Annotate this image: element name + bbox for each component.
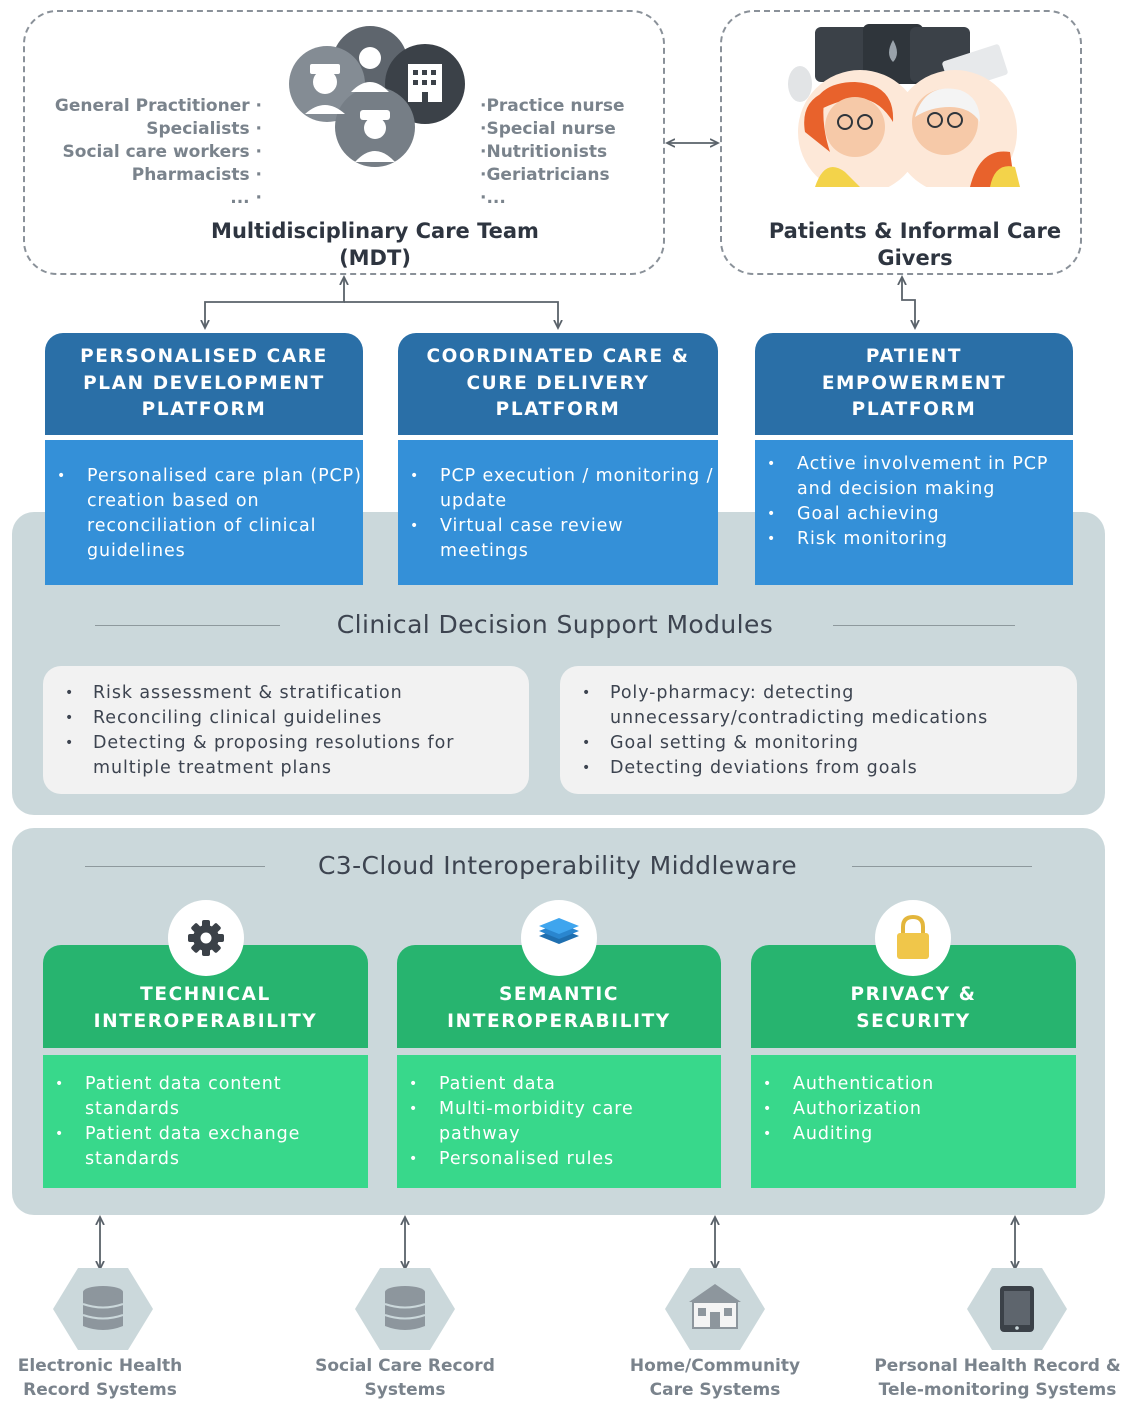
module-bullet: Patient data content standards — [43, 1072, 368, 1122]
cds-item: Detecting deviations from goals — [560, 756, 1060, 781]
platform-bullet: Personalised care plan (PCP) creation ba… — [45, 464, 363, 564]
cds-right-box: Poly-pharmacy: detecting unnecessary/con… — [560, 666, 1077, 794]
platform-bullet: Virtual case review meetings — [398, 514, 718, 564]
role-item: Geriatricians — [480, 164, 660, 187]
module-bullet: Patient data exchange standards — [43, 1122, 368, 1172]
role-item: Practice nurse — [480, 95, 660, 118]
platform-bullet: Active involvement in PCP and decision m… — [755, 452, 1073, 502]
mdt-right-roles: Practice nurse Special nurse Nutritionis… — [480, 95, 660, 210]
role-item: Social care workers — [40, 141, 262, 164]
module-bullet: Patient data — [397, 1072, 721, 1097]
home-community-system-icon — [665, 1268, 765, 1350]
cds-title-rule-right — [833, 625, 1015, 626]
database-icon — [83, 1286, 123, 1330]
middleware-title-rule-left — [85, 866, 265, 867]
patients-illustration — [788, 24, 1020, 187]
patients-group — [720, 10, 1082, 275]
module-bullet: Authentication — [751, 1072, 1076, 1097]
role-item: Pharmacists — [40, 164, 262, 187]
tablet-icon — [1000, 1286, 1034, 1332]
role-item: ... — [40, 187, 262, 210]
module-bullet: Auditing — [751, 1122, 1076, 1147]
module-body-technical: Patient data content standards Patient d… — [43, 1055, 368, 1188]
layers-icon — [521, 900, 597, 976]
ehr-system-label: Electronic Health Record Systems — [17, 1356, 183, 1400]
ehr-system-icon — [53, 1268, 153, 1350]
cds-left-box: Risk assessment & stratification Reconci… — [43, 666, 529, 794]
mdt-left-roles: General Practitioner Specialists Social … — [40, 95, 262, 210]
cds-title-rule-left — [95, 625, 280, 626]
module-body-semantic: Patient data Multi-morbidity care pathwa… — [397, 1055, 721, 1188]
cds-item: Poly-pharmacy: detecting unnecessary/con… — [560, 681, 1060, 731]
middleware-title-rule-right — [852, 866, 1032, 867]
platform-header-empowerment: PATIENT EMPOWERMENT PLATFORM — [755, 333, 1073, 435]
role-item: General Practitioner — [40, 95, 262, 118]
social-care-system-label: Social Care Record Systems — [315, 1356, 495, 1400]
platform-bullet: Goal achieving — [755, 502, 1073, 527]
phr-system-icon — [967, 1268, 1067, 1350]
platform-body-empowerment: Active involvement in PCP and decision m… — [755, 440, 1073, 585]
mdt-title: Multidisciplinary Care Team (MDT) — [211, 219, 539, 270]
care-team-icon — [289, 26, 465, 167]
database-icon — [385, 1286, 425, 1330]
platform-body-pcp: Personalised care plan (PCP) creation ba… — [45, 440, 363, 585]
cds-title: Clinical Decision Support Modules — [336, 610, 774, 639]
module-bullet: Personalised rules — [397, 1147, 721, 1172]
role-item: Specialists — [40, 118, 262, 141]
module-body-privacy: Authentication Authorization Auditing — [751, 1055, 1076, 1188]
house-icon — [689, 1284, 741, 1329]
mdt-group — [23, 10, 665, 275]
home-community-system-label: Home/Community Care Systems — [629, 1356, 801, 1400]
phr-system-label: Personal Health Record & Tele-monitoring… — [874, 1356, 1121, 1400]
platform-bullet: Risk monitoring — [755, 527, 1073, 552]
middleware-title: C3-Cloud Interoperability Middleware — [317, 851, 798, 880]
platform-body-coordinated: PCP execution / monitoring / update Virt… — [398, 440, 718, 585]
social-care-system-icon — [355, 1268, 455, 1350]
platform-bullet: PCP execution / monitoring / update — [398, 464, 718, 514]
cds-item: Risk assessment & stratification — [43, 681, 513, 706]
role-item: Nutritionists — [480, 141, 660, 164]
platform-header-pcp: PERSONALISED CARE PLAN DEVELOPMENT PLATF… — [45, 333, 363, 435]
platform-header-coordinated: COORDINATED CARE & CURE DELIVERY PLATFOR… — [398, 333, 718, 435]
patients-title: Patients & Informal Care Givers — [768, 219, 1062, 270]
role-item: ... — [480, 187, 660, 210]
cds-item: Reconciling clinical guidelines — [43, 706, 513, 731]
module-bullet: Multi-morbidity care pathway — [397, 1097, 721, 1147]
lock-icon — [875, 900, 951, 976]
cds-item: Goal setting & monitoring — [560, 731, 1060, 756]
cds-item: Detecting & proposing resolutions for mu… — [43, 731, 513, 781]
gear-icon — [168, 900, 244, 976]
module-bullet: Authorization — [751, 1097, 1076, 1122]
role-item: Special nurse — [480, 118, 660, 141]
